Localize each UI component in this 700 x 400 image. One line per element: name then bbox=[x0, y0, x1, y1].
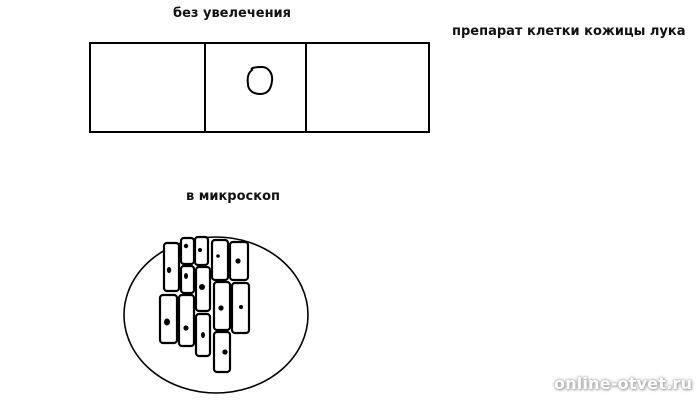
nucleus bbox=[239, 305, 243, 309]
label-in-microscope: в микроскоп bbox=[186, 189, 280, 204]
nucleus bbox=[166, 267, 172, 273]
label-specimen-name: препарат клетки кожицы лука bbox=[452, 24, 686, 39]
cell bbox=[179, 264, 196, 295]
nucleus bbox=[235, 258, 241, 264]
microscope-view bbox=[123, 235, 309, 394]
label-without-magnification: без увелечения bbox=[173, 6, 292, 21]
nucleus bbox=[164, 318, 170, 326]
nucleus bbox=[183, 243, 189, 249]
onion-cells bbox=[158, 235, 251, 374]
nucleus bbox=[222, 349, 228, 355]
cell bbox=[162, 241, 181, 293]
nucleus bbox=[184, 273, 188, 279]
nucleus bbox=[199, 284, 205, 290]
nucleus bbox=[201, 332, 205, 338]
nucleus bbox=[218, 305, 224, 311]
nucleus bbox=[216, 254, 220, 258]
cell bbox=[210, 238, 230, 282]
cell bbox=[212, 330, 232, 374]
glass-slide bbox=[89, 42, 430, 133]
specimen-spot bbox=[246, 65, 274, 96]
nucleus bbox=[183, 325, 189, 331]
cell-nuclei bbox=[164, 243, 243, 355]
nucleus bbox=[198, 248, 202, 252]
slide-outline bbox=[89, 42, 430, 133]
cell bbox=[177, 293, 196, 348]
cell bbox=[179, 236, 196, 266]
watermark: online-otvet.ru bbox=[554, 374, 693, 393]
field-of-view-oval bbox=[123, 236, 309, 394]
